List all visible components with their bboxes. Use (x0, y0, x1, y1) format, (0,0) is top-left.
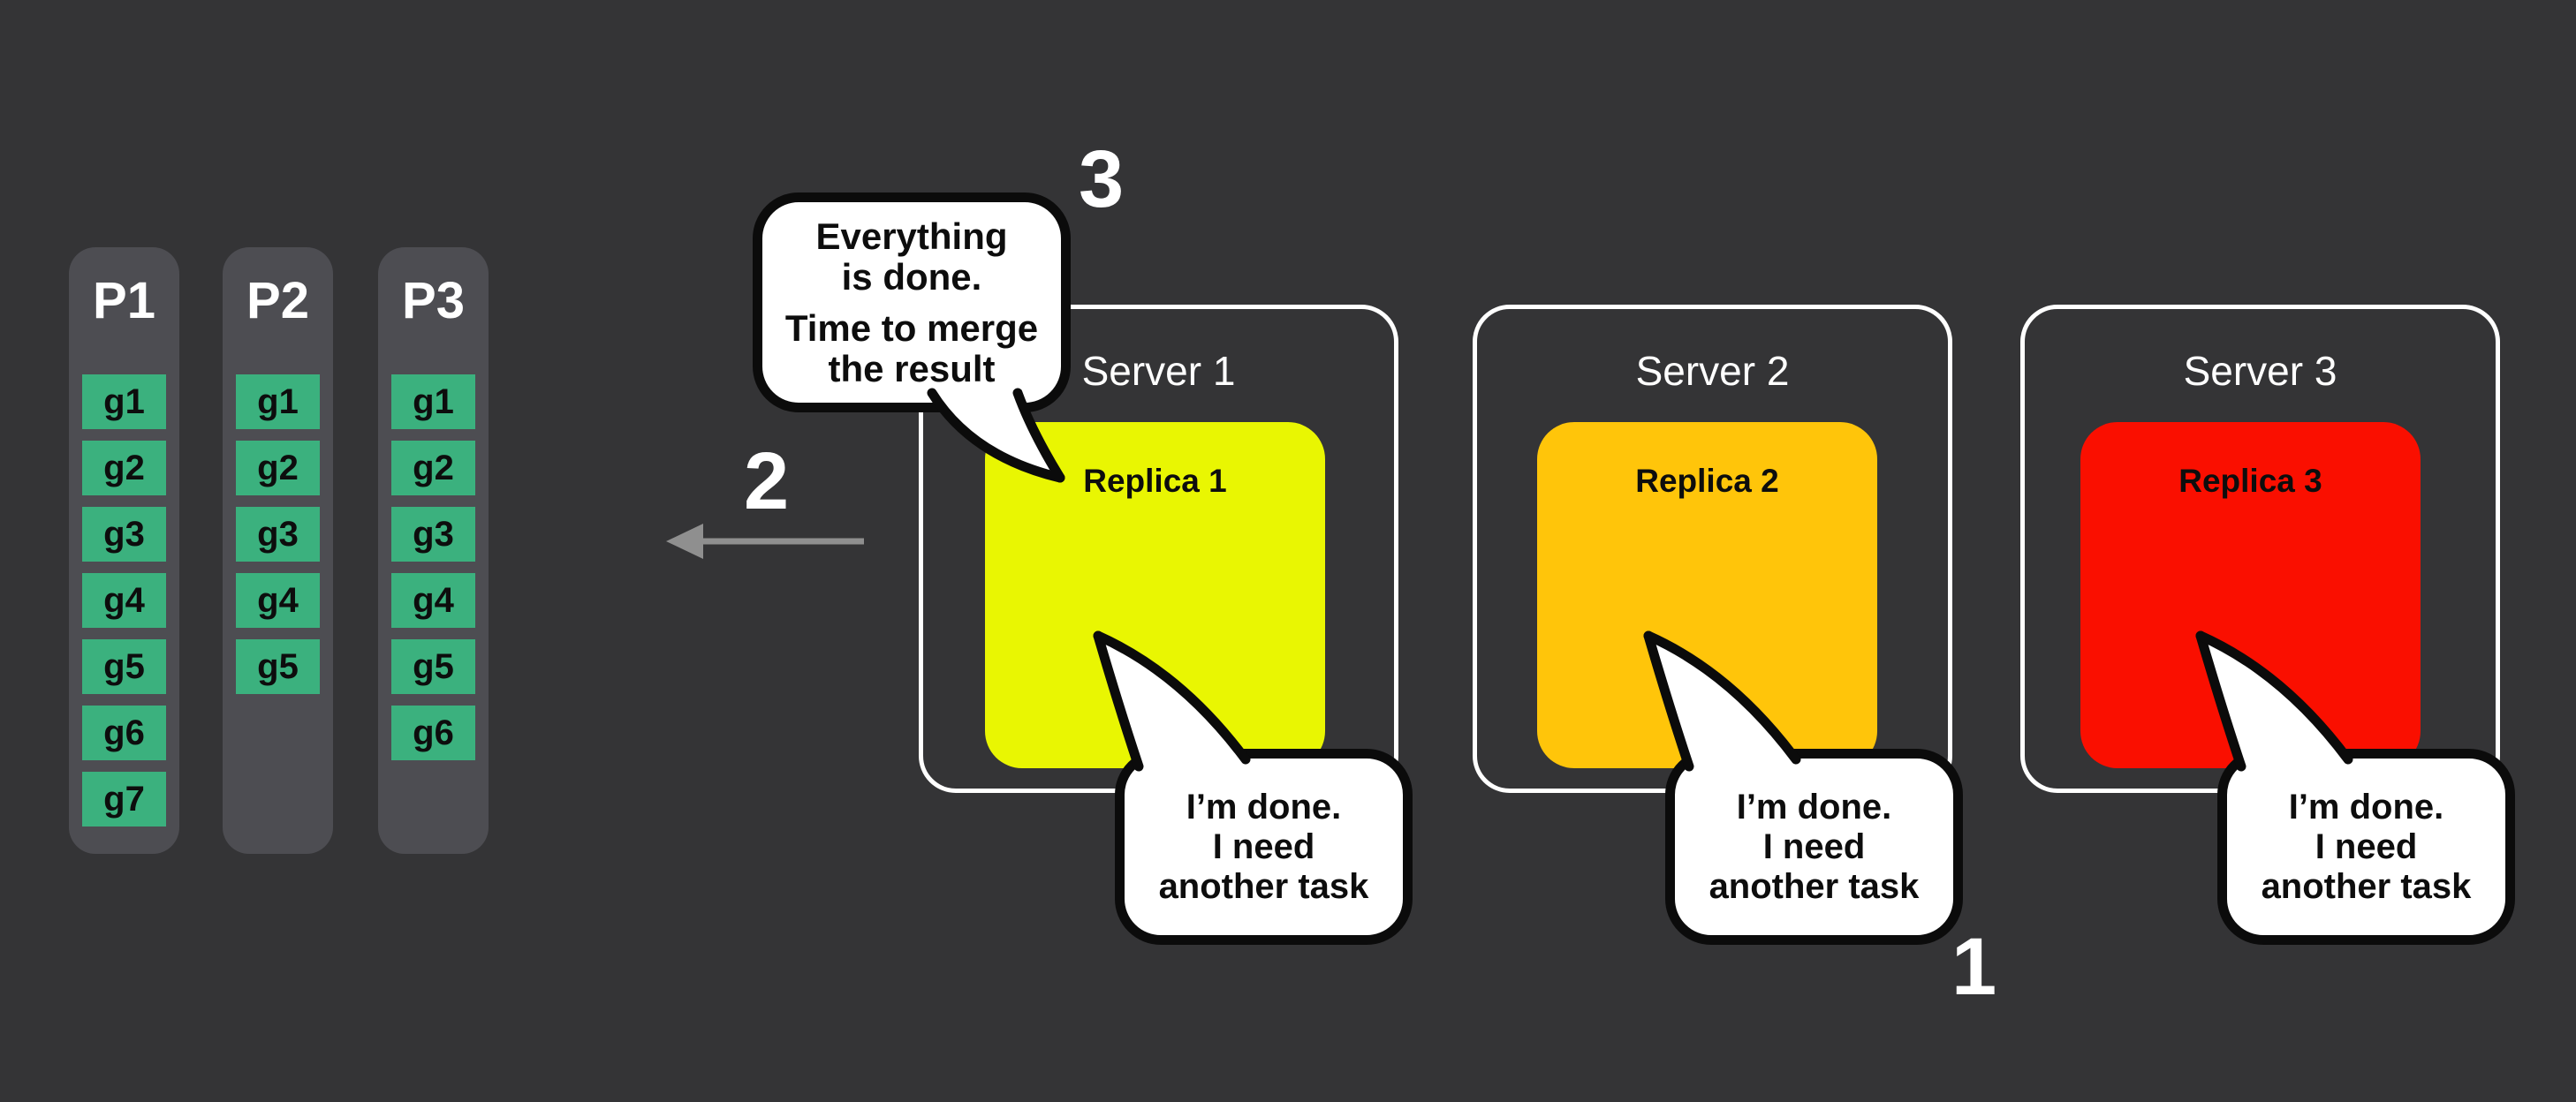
partition-cells: g1 g2 g3 g4 g5 g6 (378, 374, 489, 760)
speech-bubble-done-1: I’m done. I need another task (1115, 749, 1413, 945)
speech-bubble-merge: Everything is done. Time to merge the re… (753, 192, 1071, 412)
replica-title: Replica 1 (1083, 463, 1227, 499)
bubble-line: is done. (841, 255, 982, 298)
partition-column-p1: P1 g1 g2 g3 g4 g5 g6 g7 (69, 247, 179, 854)
speech-tail-icon (2195, 630, 2353, 772)
task-cell: g3 (236, 507, 320, 562)
bubble-line: Everything (815, 215, 1008, 257)
step-number-3: 3 (1079, 134, 1125, 224)
task-cell: g7 (82, 772, 166, 826)
step-number-2: 2 (744, 436, 790, 526)
partition-column-p2: P2 g1 g2 g3 g4 g5 (223, 247, 333, 854)
task-cell: g6 (391, 706, 475, 760)
task-cell: g5 (236, 639, 320, 694)
task-cell: g1 (236, 374, 320, 429)
server-box-3: Server 3 (2020, 305, 2500, 793)
speech-tail-icon (927, 388, 1065, 483)
partition-title: P2 (246, 272, 309, 329)
speech-tail-icon (1093, 630, 1251, 772)
bubble-line: I’m done. (1186, 787, 1342, 826)
task-cell: g2 (391, 441, 475, 495)
bubble-line: another task (1158, 866, 1369, 906)
task-cell: g3 (82, 507, 166, 562)
task-cell: g1 (82, 374, 166, 429)
bubble-line: I need (1212, 826, 1315, 866)
task-cell: g3 (391, 507, 475, 562)
task-cell: g4 (236, 573, 320, 628)
bubble-line: I’m done. (1736, 787, 1892, 826)
task-cell: g4 (391, 573, 475, 628)
task-cell: g2 (82, 441, 166, 495)
partition-cells: g1 g2 g3 g4 g5 (223, 374, 333, 694)
bubble-line: the result (828, 347, 996, 389)
task-cell: g5 (82, 639, 166, 694)
server-title: Server 2 (1635, 348, 1790, 394)
partition-cells: g1 g2 g3 g4 g5 g6 g7 (69, 374, 179, 826)
task-cell: g1 (391, 374, 475, 429)
task-cell: g4 (82, 573, 166, 628)
task-cell: g2 (236, 441, 320, 495)
speech-bubble-done-2: I’m done. I need another task (1665, 749, 1963, 945)
bubble-line: I’m done. (2288, 787, 2444, 826)
step-number-1: 1 (1951, 922, 1997, 1012)
task-cell: g5 (391, 639, 475, 694)
bubble-line: another task (1708, 866, 1920, 906)
speech-tail-icon (1643, 630, 1801, 772)
task-cell: g6 (82, 706, 166, 760)
replica-title: Replica 2 (1635, 463, 1779, 499)
merge-arrow-icon (666, 524, 864, 559)
speech-bubble-done-3: I’m done. I need another task (2217, 749, 2515, 945)
server-title: Server 3 (2183, 348, 2337, 394)
bubble-line: Time to merge (784, 306, 1039, 349)
bubble-line: I need (2315, 826, 2418, 866)
partition-title: P1 (93, 272, 155, 329)
replica-title: Replica 3 (2178, 463, 2322, 499)
replica-box-3: Replica 3 (2080, 422, 2421, 768)
partition-column-p3: P3 g1 g2 g3 g4 g5 g6 (378, 247, 489, 854)
server-title: Server 1 (1081, 348, 1236, 394)
bubble-line: another task (2261, 866, 2472, 906)
bubble-line: I need (1762, 826, 1866, 866)
partition-title: P3 (402, 272, 465, 329)
